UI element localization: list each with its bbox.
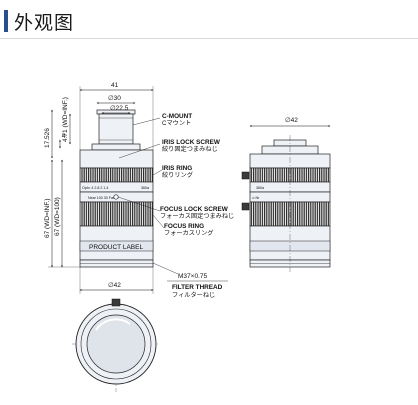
- dim-67-100: 67 (WD=100): [54, 197, 61, 236]
- dim-dia-42-bottom: ∅42: [108, 282, 121, 289]
- callout-iris-lock-en: IRIS LOCK SCREW: [162, 139, 221, 146]
- page-header: 外观图: [0, 0, 418, 40]
- callout-cmount-en: C-MOUNT: [162, 113, 192, 120]
- end-glass: [86, 314, 146, 374]
- callout-filter-en: FILTER THREAD: [172, 284, 223, 291]
- callout-focus-ring-en: FOCUS RING: [164, 223, 204, 230]
- dim-dia-42-side: ∅42: [285, 117, 298, 124]
- end-screw: [111, 298, 121, 307]
- page-title: 外观图: [14, 12, 75, 34]
- callout-focus-lock-jp: フォーカス固定つまみねじ: [160, 212, 234, 220]
- front-view: Opt∞ 4 2.8 2 1.4 360a Near 100 30 Far PR…: [79, 109, 154, 268]
- product-label: PRODUCT LABEL: [89, 244, 143, 251]
- callout-cmount-jp: Cマウント: [162, 119, 191, 127]
- side-iris-screw: [241, 171, 250, 180]
- aperture-scale: Opt∞ 4 2.8 2 1.4: [82, 186, 108, 190]
- callout-iris-lock-jp: 絞り固定つまみねじ: [162, 145, 218, 153]
- dim-67-inf: 67 (WD=INF.): [44, 198, 51, 238]
- dim-dia-22-5: ∅22.5: [110, 105, 129, 112]
- side-view: ∅42 360a ∞ Nr: [241, 117, 331, 272]
- aperture-scale-right: 360a: [141, 186, 149, 190]
- callout-iris-ring-jp: 絞りリング: [162, 171, 193, 179]
- callout-m37: M37×0.75: [178, 273, 207, 280]
- end-view: [72, 298, 160, 392]
- header-divider: [0, 38, 418, 39]
- side-inf: ∞ Nr: [252, 196, 260, 200]
- side-focus-screw: [241, 202, 250, 211]
- dim-41: 41: [111, 82, 119, 89]
- focus-lock-screw: [113, 194, 119, 200]
- focus-ring: [79, 201, 154, 227]
- dim-17-526: 17.526: [44, 128, 51, 148]
- focus-scale: Near 100 30 Far: [88, 196, 115, 200]
- cmount-barrel: [98, 113, 134, 145]
- callouts: C-MOUNT Cマウント IRIS LOCK SCREW 絞り固定つまみねじ …: [117, 113, 234, 299]
- callout-focus-lock-en: FOCUS LOCK SCREW: [160, 206, 229, 213]
- callout-filter-jp: フィルターねじ: [172, 291, 215, 299]
- mount-flange: [91, 143, 141, 151]
- dim-4-71: 4.71 (WD=INF.): [62, 97, 69, 142]
- dim-4: 4: [62, 133, 66, 140]
- dim-dia-30: ∅30: [108, 95, 121, 102]
- front-dimensions: 41 ∅30 ∅22.5 4.71 (WD=INF.) 17.526 4 67 …: [44, 82, 154, 294]
- callout-iris-ring-en: IRIS RING: [162, 165, 192, 172]
- callout-focus-ring-jp: フォーカスリング: [164, 229, 214, 237]
- header-accent-bar: [4, 10, 8, 32]
- side-code: 360a: [256, 186, 264, 190]
- iris-ring: [79, 167, 154, 183]
